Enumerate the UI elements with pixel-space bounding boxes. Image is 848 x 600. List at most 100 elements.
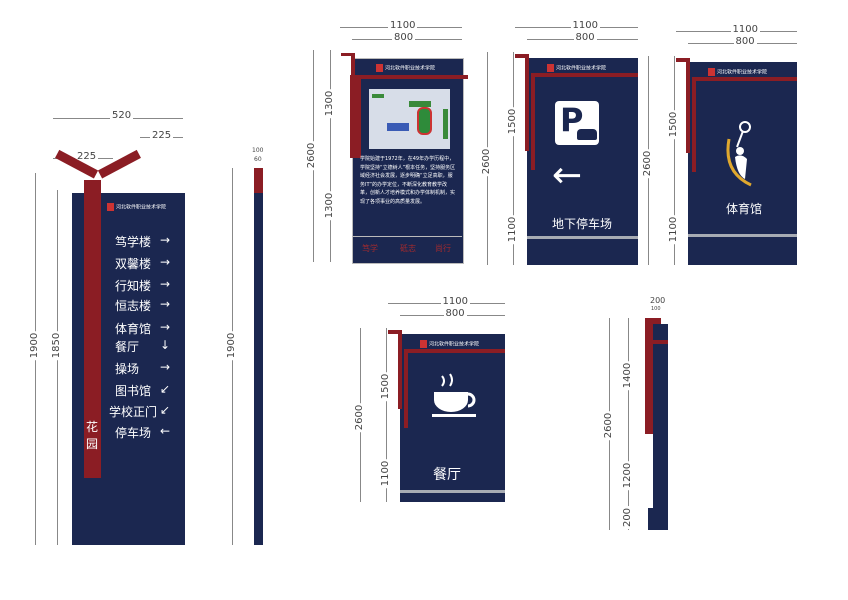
bracket (515, 54, 529, 58)
destination-label: 餐厅 (115, 340, 140, 354)
dim-h: 2600 (603, 410, 615, 441)
pole (254, 168, 263, 545)
dim-h-top: 1400 (622, 360, 634, 391)
dim-h-mid: 1200 (622, 460, 634, 491)
direction-arrow-icon: → (160, 360, 171, 374)
destination-label: 恒志楼 (115, 299, 152, 313)
divider (353, 236, 462, 237)
school-logo: 河北软件职业技术学院 (376, 64, 435, 72)
dim-h-top: 1500 (380, 371, 392, 402)
pylon-arm-right (97, 149, 141, 179)
dim-w1: 1100 (730, 24, 760, 35)
destination-label: 图书馆 (115, 384, 152, 398)
bracket (525, 54, 529, 151)
direction-arrow-icon: → (160, 320, 171, 334)
dim-top-1: 100 (252, 147, 264, 154)
school-logo: 河北软件职业技术学院 (420, 340, 479, 348)
direction-arrow-icon: → (160, 233, 171, 247)
dim-h-top: 1300 (324, 88, 336, 119)
school-logo: 河北软件职业技术学院 (708, 68, 767, 76)
left-arrow-icon: ← (552, 155, 583, 196)
dim-h: 2600 (306, 140, 318, 171)
dim-line (628, 318, 629, 530)
bracket (692, 77, 696, 172)
map-building (443, 109, 448, 139)
intro-text: 学院始建于1972年，在49年办学历程中，学院坚持“立德树人”根本任务，坚持服务… (360, 156, 456, 205)
bracket (350, 75, 361, 158)
bracket (531, 73, 535, 170)
bracket (341, 53, 354, 56)
motto-2: 砥志 (400, 244, 416, 253)
dim-h-bottom: 1100 (507, 214, 519, 244)
bracket (686, 58, 690, 153)
motto-1: 笃学 (362, 244, 378, 253)
direction-arrow-icon: → (160, 255, 171, 269)
destination-label: 双馨楼 (115, 257, 152, 271)
destination-label: 笃学楼 (115, 235, 152, 249)
dim-w2: 800 (573, 32, 597, 43)
destination-label: 行知楼 (115, 279, 152, 293)
gray-stripe (688, 234, 797, 237)
bracket (398, 330, 402, 409)
dim-line (513, 52, 514, 265)
dim-h-bottom: 1300 (324, 190, 336, 221)
dim-h-top: 1500 (668, 109, 680, 140)
campus-map (369, 89, 450, 149)
bracket (676, 58, 690, 62)
bracket (404, 349, 505, 353)
direction-arrow-icon: → (160, 297, 171, 311)
pylon-red-stripe (84, 180, 101, 478)
dim-h-bottom: 1100 (380, 459, 392, 489)
gray-stripe (400, 490, 505, 493)
bracket (350, 75, 468, 79)
destination-label: 停车场 (115, 426, 152, 440)
map-building (409, 101, 431, 107)
direction-arrow-icon: ← (160, 424, 171, 438)
coffee-cup-icon (432, 373, 476, 417)
sign-label: 体育馆 (726, 202, 763, 216)
school-logo: 河北软件职业技术学院 (107, 203, 166, 211)
direction-arrow-icon: ↓ (160, 338, 171, 352)
dim-width-total: 520 (110, 110, 134, 121)
dim-top-2: 60 (254, 156, 262, 163)
gray-stripe (527, 236, 638, 239)
dim-width-right: 225 (150, 130, 174, 141)
track-field (417, 107, 432, 135)
dim-w1: 200 (650, 296, 666, 305)
destination-label: 体育馆 (115, 322, 152, 336)
sports-person-icon (726, 121, 752, 187)
direction-arrow-icon: → (160, 277, 171, 291)
car-icon (577, 129, 597, 140)
bracket (388, 330, 402, 334)
sign-panel (400, 334, 505, 502)
bracket (692, 77, 797, 81)
map-building (387, 123, 409, 131)
dim-h: 2600 (354, 402, 366, 433)
dim-w2: 800 (392, 32, 416, 43)
dim-line (330, 50, 331, 262)
dim-h-bottom: 1100 (668, 215, 680, 245)
side-red-band (653, 340, 668, 344)
parking-icon: P (555, 101, 599, 145)
dim-height-1: 1900 (29, 330, 41, 361)
direction-arrow-icon: ↙ (160, 403, 171, 417)
bracket (531, 73, 638, 77)
dim-w2: 800 (443, 308, 467, 319)
dim-h-top: 1500 (507, 106, 519, 137)
dim-w2: 100 (651, 306, 661, 312)
dim-w1: 1100 (440, 296, 470, 307)
school-logo: 河北软件职业技术学院 (547, 64, 606, 72)
dim-h-bottom: 200 (622, 505, 634, 530)
dim-line (386, 328, 387, 502)
dim-w2: 800 (733, 36, 757, 47)
dim-height: 1900 (226, 330, 238, 361)
dim-h: 2600 (642, 148, 654, 178)
dim-height-2: 1850 (51, 330, 63, 361)
motto-3: 尚行 (435, 244, 451, 253)
destination-label: 操场 (115, 362, 140, 376)
dim-width-left: 225 (75, 151, 99, 162)
side-base (648, 508, 654, 530)
sign-label: 地下停车场 (552, 217, 613, 231)
dim-h: 2600 (481, 146, 493, 176)
